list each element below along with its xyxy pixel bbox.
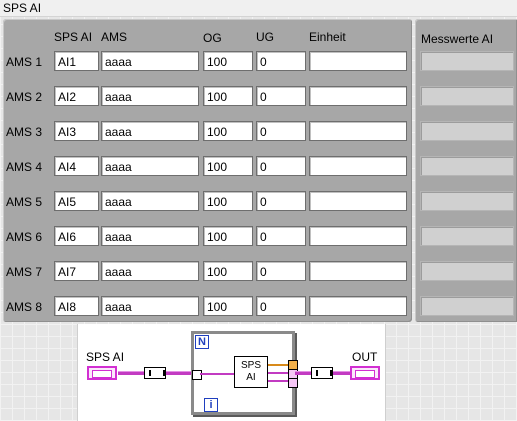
subvi-label-line1: SPS — [240, 360, 261, 371]
ug-field[interactable]: 0 — [256, 191, 306, 211]
einheit-field[interactable] — [309, 261, 407, 281]
wire-pink-out2 — [268, 380, 290, 382]
einheit-field[interactable] — [309, 226, 407, 246]
measurement-indicator — [420, 261, 514, 281]
sps-ai-field[interactable]: AI6 — [54, 226, 99, 246]
row-label: AMS 1 — [6, 55, 43, 69]
measurement-indicator — [420, 226, 514, 246]
ams-field[interactable]: aaaa — [101, 51, 199, 71]
header-ams: AMS — [101, 30, 128, 44]
row-label: AMS 2 — [6, 90, 43, 104]
unbundle-icon[interactable] — [144, 367, 166, 379]
subvi-label-line2: AI — [246, 372, 256, 383]
wire-orange — [268, 364, 290, 366]
og-field[interactable]: 100 — [203, 121, 253, 141]
einheit-field[interactable] — [309, 86, 407, 106]
measurement-indicator — [420, 296, 514, 316]
ams-field[interactable]: aaaa — [101, 121, 199, 141]
wire-to-out — [333, 371, 350, 375]
ug-field[interactable]: 0 — [256, 296, 306, 316]
ug-field[interactable]: 0 — [256, 86, 306, 106]
measurement-indicator — [420, 121, 514, 141]
og-field[interactable]: 100 — [203, 86, 253, 106]
row-label: AMS 8 — [6, 300, 43, 314]
header-ug: UG — [256, 30, 274, 44]
wire-to-loop — [166, 371, 194, 375]
header-messwerte-ai: Messwerte AI — [421, 32, 494, 46]
row-label: AMS 5 — [6, 195, 43, 209]
ug-field[interactable]: 0 — [256, 261, 306, 281]
row-label: AMS 6 — [6, 230, 43, 244]
sps-ai-field[interactable]: AI5 — [54, 191, 99, 211]
ams-field[interactable]: aaaa — [101, 86, 199, 106]
header-sps-ai: SPS AI — [54, 30, 93, 44]
ug-field[interactable]: 0 — [256, 226, 306, 246]
ams-field[interactable]: aaaa — [101, 296, 199, 316]
og-field[interactable]: 100 — [203, 296, 253, 316]
loop-input-tunnel[interactable] — [192, 370, 202, 380]
sps-ai-field[interactable]: AI2 — [54, 86, 99, 106]
og-field[interactable]: 100 — [203, 226, 253, 246]
sps-ai-field[interactable]: AI3 — [54, 121, 99, 141]
ug-field[interactable]: 0 — [256, 156, 306, 176]
wire-in — [118, 371, 144, 375]
wire-inside-loop — [200, 373, 234, 375]
wire-out — [295, 371, 311, 375]
og-field[interactable]: 100 — [203, 261, 253, 281]
cluster-control-terminal-icon[interactable] — [87, 366, 117, 380]
ams-field[interactable]: aaaa — [101, 191, 199, 211]
einheit-field[interactable] — [309, 296, 407, 316]
sps-ai-field[interactable]: AI4 — [54, 156, 99, 176]
ug-field[interactable]: 0 — [256, 121, 306, 141]
header-og: OG — [203, 31, 222, 45]
loop-index-terminal[interactable]: i — [204, 398, 218, 412]
einheit-field[interactable] — [309, 51, 407, 71]
block-diagram: SPS AI N i SPS AI OUT — [77, 324, 386, 421]
og-field[interactable]: 100 — [203, 191, 253, 211]
window-title: SPS AI — [3, 1, 42, 15]
cluster-indicator-terminal-icon[interactable] — [350, 366, 380, 380]
output-terminal-label: OUT — [352, 350, 378, 364]
ug-field[interactable]: 0 — [256, 51, 306, 71]
loop-count-terminal[interactable]: N — [195, 335, 209, 349]
sps-ai-field[interactable]: AI7 — [54, 261, 99, 281]
loop-output-tunnel-3[interactable] — [288, 378, 298, 388]
title-bar: SPS AI — [0, 0, 517, 17]
einheit-field[interactable] — [309, 156, 407, 176]
measurement-indicator — [420, 156, 514, 176]
row-label: AMS 7 — [6, 265, 43, 279]
measurement-cluster: Messwerte AI — [415, 19, 517, 322]
ams-field[interactable]: aaaa — [101, 156, 199, 176]
ams-field[interactable]: aaaa — [101, 226, 199, 246]
einheit-field[interactable] — [309, 191, 407, 211]
wire-pink-out — [268, 372, 290, 374]
row-label: AMS 4 — [6, 160, 43, 174]
bundle-icon[interactable] — [311, 367, 333, 379]
sps-ai-subvi-icon[interactable]: SPS AI — [234, 356, 268, 388]
measurement-indicator — [420, 191, 514, 211]
sps-ai-field[interactable]: AI1 — [54, 51, 99, 71]
og-field[interactable]: 100 — [203, 156, 253, 176]
input-terminal-label: SPS AI — [86, 350, 125, 364]
row-label: AMS 3 — [6, 125, 43, 139]
og-field[interactable]: 100 — [203, 51, 253, 71]
sps-ai-field[interactable]: AI8 — [54, 296, 99, 316]
header-einheit: Einheit — [309, 30, 346, 44]
measurement-indicator — [420, 86, 514, 106]
ams-field[interactable]: aaaa — [101, 261, 199, 281]
for-loop[interactable]: N i SPS AI — [191, 331, 298, 415]
measurement-indicator — [420, 51, 514, 71]
einheit-field[interactable] — [309, 121, 407, 141]
